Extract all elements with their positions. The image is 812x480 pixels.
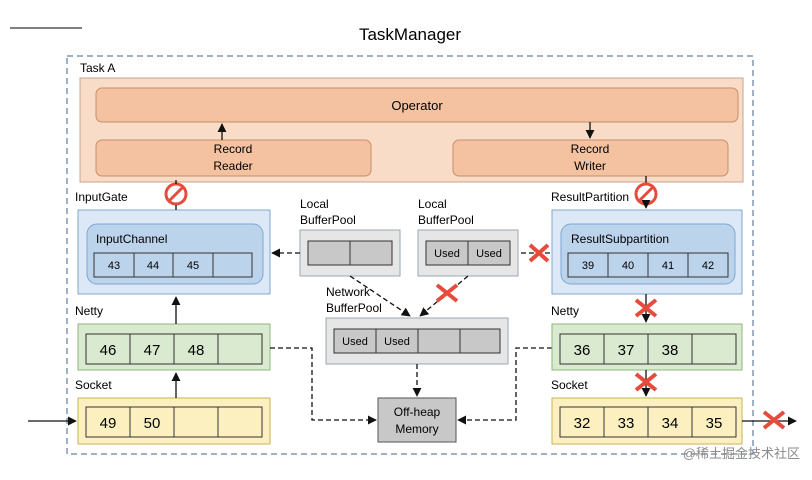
cross-icon: [528, 243, 550, 263]
buffer-cell: 33: [618, 415, 635, 432]
operator-box: [95, 87, 739, 123]
cross-icon: [762, 410, 786, 430]
socket-left-queue: 49 50: [85, 406, 263, 438]
buffer-cell: 34: [662, 415, 679, 432]
buffer-cell: 46: [100, 342, 117, 359]
local-right-to-network-arrow: [419, 275, 469, 317]
offheap-line2: Memory: [395, 422, 438, 436]
netty-right-label: Netty: [551, 304, 579, 318]
buffer-cell: Used: [476, 248, 502, 260]
buffer-cell: 38: [662, 342, 679, 359]
network-pool-line2: BufferPool: [326, 301, 382, 315]
input-channel-label: InputChannel: [96, 232, 167, 246]
buffer-cell: 43: [108, 260, 120, 272]
buffer-cell: 50: [144, 415, 161, 432]
cross-icon: [634, 298, 658, 318]
buffer-cell: 41: [662, 260, 674, 272]
netty-left-label: Netty: [75, 304, 103, 318]
cross-icon: [634, 372, 658, 392]
buffer-cell: 39: [582, 260, 594, 272]
buffer-cell: 36: [574, 342, 591, 359]
buffer-cell: 47: [144, 342, 161, 359]
local-pool-left-line2: BufferPool: [300, 213, 356, 227]
buffer-cell: Used: [434, 248, 460, 260]
taskmanager-border: [66, 55, 754, 455]
buffer-cell: Used: [384, 336, 410, 348]
result-partition-label: ResultPartition: [551, 190, 629, 204]
network-pool-queue: Used Used: [333, 328, 501, 354]
record-reader-box: [95, 139, 372, 177]
socket-left-label: Socket: [75, 378, 112, 392]
record-reader-line1: Record: [214, 142, 253, 156]
buffer-cell: Used: [342, 336, 368, 348]
offheap-memory-box: [377, 397, 457, 443]
network-pool-frame: [333, 328, 501, 354]
buffer-cell: 32: [574, 415, 591, 432]
netty-left-to-offheap-arrow: [270, 347, 377, 425]
local-pool-right-queue: Used Used: [425, 240, 511, 266]
cross-icon: [435, 283, 459, 303]
blocked-icon: [164, 182, 188, 206]
local-pool-left-line1: Local: [300, 197, 329, 211]
netty-left-queue: 46 47 48: [85, 333, 263, 365]
task-a-label: Task A: [80, 61, 115, 75]
input-gate-label: InputGate: [75, 190, 128, 204]
buffer-cell: 45: [187, 260, 199, 272]
buffer-cell: 37: [618, 342, 635, 359]
offheap-line1: Off-heap: [394, 405, 441, 419]
result-subpartition-label: ResultSubpartition: [571, 232, 669, 246]
buffer-cell: 40: [622, 260, 634, 272]
socket-right-label: Socket: [551, 378, 588, 392]
operator-label: Operator: [391, 98, 443, 113]
local-pool-right-line2: BufferPool: [418, 213, 474, 227]
watermark-text: @稀土掘金技术社区: [683, 446, 800, 461]
buffer-cell: 49: [100, 415, 117, 432]
socket-right-queue: 32 33 34 35: [559, 406, 737, 438]
input-channel-queue: 43 44 45: [93, 252, 253, 278]
record-reader-line2: Reader: [213, 159, 252, 173]
local-pool-left-queue: [307, 240, 393, 266]
blocked-icon: [634, 182, 658, 206]
buffer-cell: 35: [706, 415, 723, 432]
local-left-to-network-arrow: [349, 275, 411, 317]
buffer-cell: 42: [702, 260, 714, 272]
netty-right-to-offheap-arrow: [457, 347, 552, 425]
network-pool-line1: Network: [326, 285, 371, 299]
buffer-cell: 48: [188, 342, 205, 359]
page-title: TaskManager: [359, 25, 461, 44]
result-subpartition-queue: 39 40 41 42: [567, 252, 729, 278]
netty-right-queue: 36 37 38: [559, 333, 737, 365]
local-pool-right-line1: Local: [418, 197, 447, 211]
buffer-cell: 44: [147, 260, 159, 272]
record-writer-line2: Writer: [574, 159, 606, 173]
record-writer-line1: Record: [571, 142, 610, 156]
record-writer-box: [452, 139, 729, 177]
